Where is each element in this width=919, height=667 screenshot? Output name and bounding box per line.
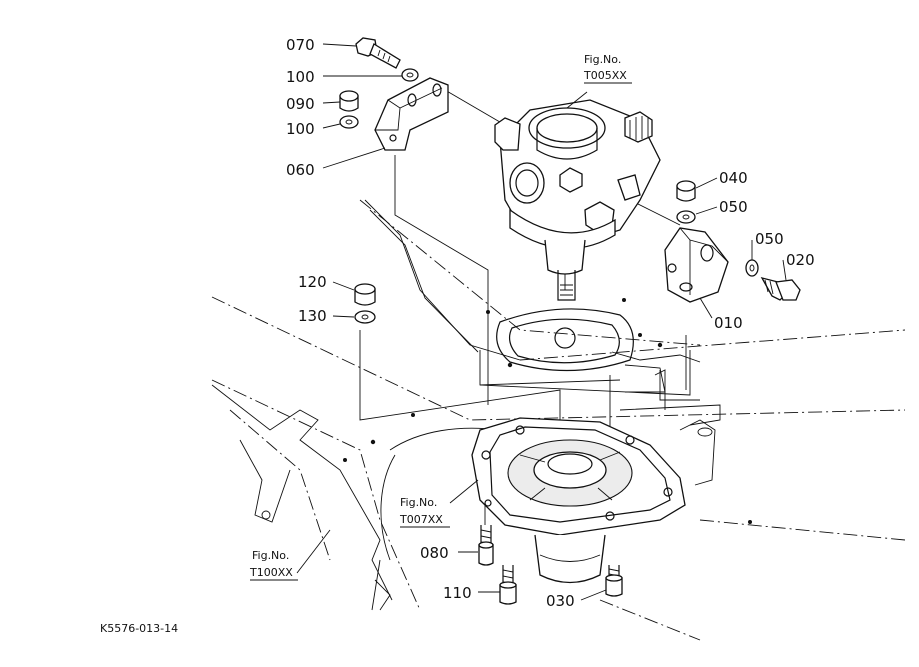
- bolt-020: [760, 277, 801, 301]
- drawing-code: K5576-013-14: [100, 622, 178, 635]
- nut-040: [676, 180, 696, 202]
- washer-100-bottom: [339, 115, 359, 129]
- fig-ref-t100-line2: T100XX: [249, 566, 293, 579]
- callout-100-bottom: 100: [286, 120, 315, 138]
- callout-010: 010: [714, 314, 743, 332]
- callout-090: 090: [286, 95, 315, 113]
- chassis-frame: [211, 199, 906, 641]
- nut-120: [354, 283, 376, 306]
- callout-100-top: 100: [286, 68, 315, 86]
- washer-100-top: [401, 68, 419, 82]
- fig-ref-t007-line1: Fig.No.: [400, 496, 437, 509]
- washer-130: [354, 310, 376, 324]
- bracket-060: [374, 77, 449, 151]
- callout-060: 060: [286, 161, 315, 179]
- washer-050-upper: [676, 210, 696, 224]
- callout-020: 020: [786, 251, 815, 269]
- callout-130: 130: [298, 307, 327, 325]
- pump-assembly: [494, 99, 661, 301]
- leader-lines: [296, 43, 787, 601]
- callout-040: 040: [719, 169, 748, 187]
- washer-050-lower: [745, 259, 759, 277]
- fig-ref-t005-line1: Fig.No.: [584, 53, 621, 66]
- callout-050-upper: 050: [719, 198, 748, 216]
- bolt-110: [499, 565, 517, 605]
- callout-050-lower: 050: [755, 230, 784, 248]
- callout-120: 120: [298, 273, 327, 291]
- bracket-010: [664, 227, 729, 303]
- callout-labels: 070 100 090 100 060 040 050 050 020 010 …: [286, 36, 815, 610]
- callout-030: 030: [546, 592, 575, 610]
- nut-090: [339, 90, 359, 112]
- callout-070: 070: [286, 36, 315, 54]
- bolt-070: [355, 37, 401, 69]
- gasket-plate: [496, 308, 634, 372]
- fig-ref-t100-line1: Fig.No.: [252, 549, 289, 562]
- fig-ref-t005-line2: T005XX: [583, 69, 627, 82]
- fig-ref-t007-line2: T007XX: [399, 513, 443, 526]
- housing-flange: [471, 417, 686, 584]
- bolt-080: [478, 525, 494, 566]
- callout-080: 080: [420, 544, 449, 562]
- bolt-030: [605, 565, 623, 597]
- figure-references: Fig.No. T005XX Fig.No. T007XX Fig.No. T1…: [249, 53, 632, 581]
- callout-110: 110: [443, 584, 472, 602]
